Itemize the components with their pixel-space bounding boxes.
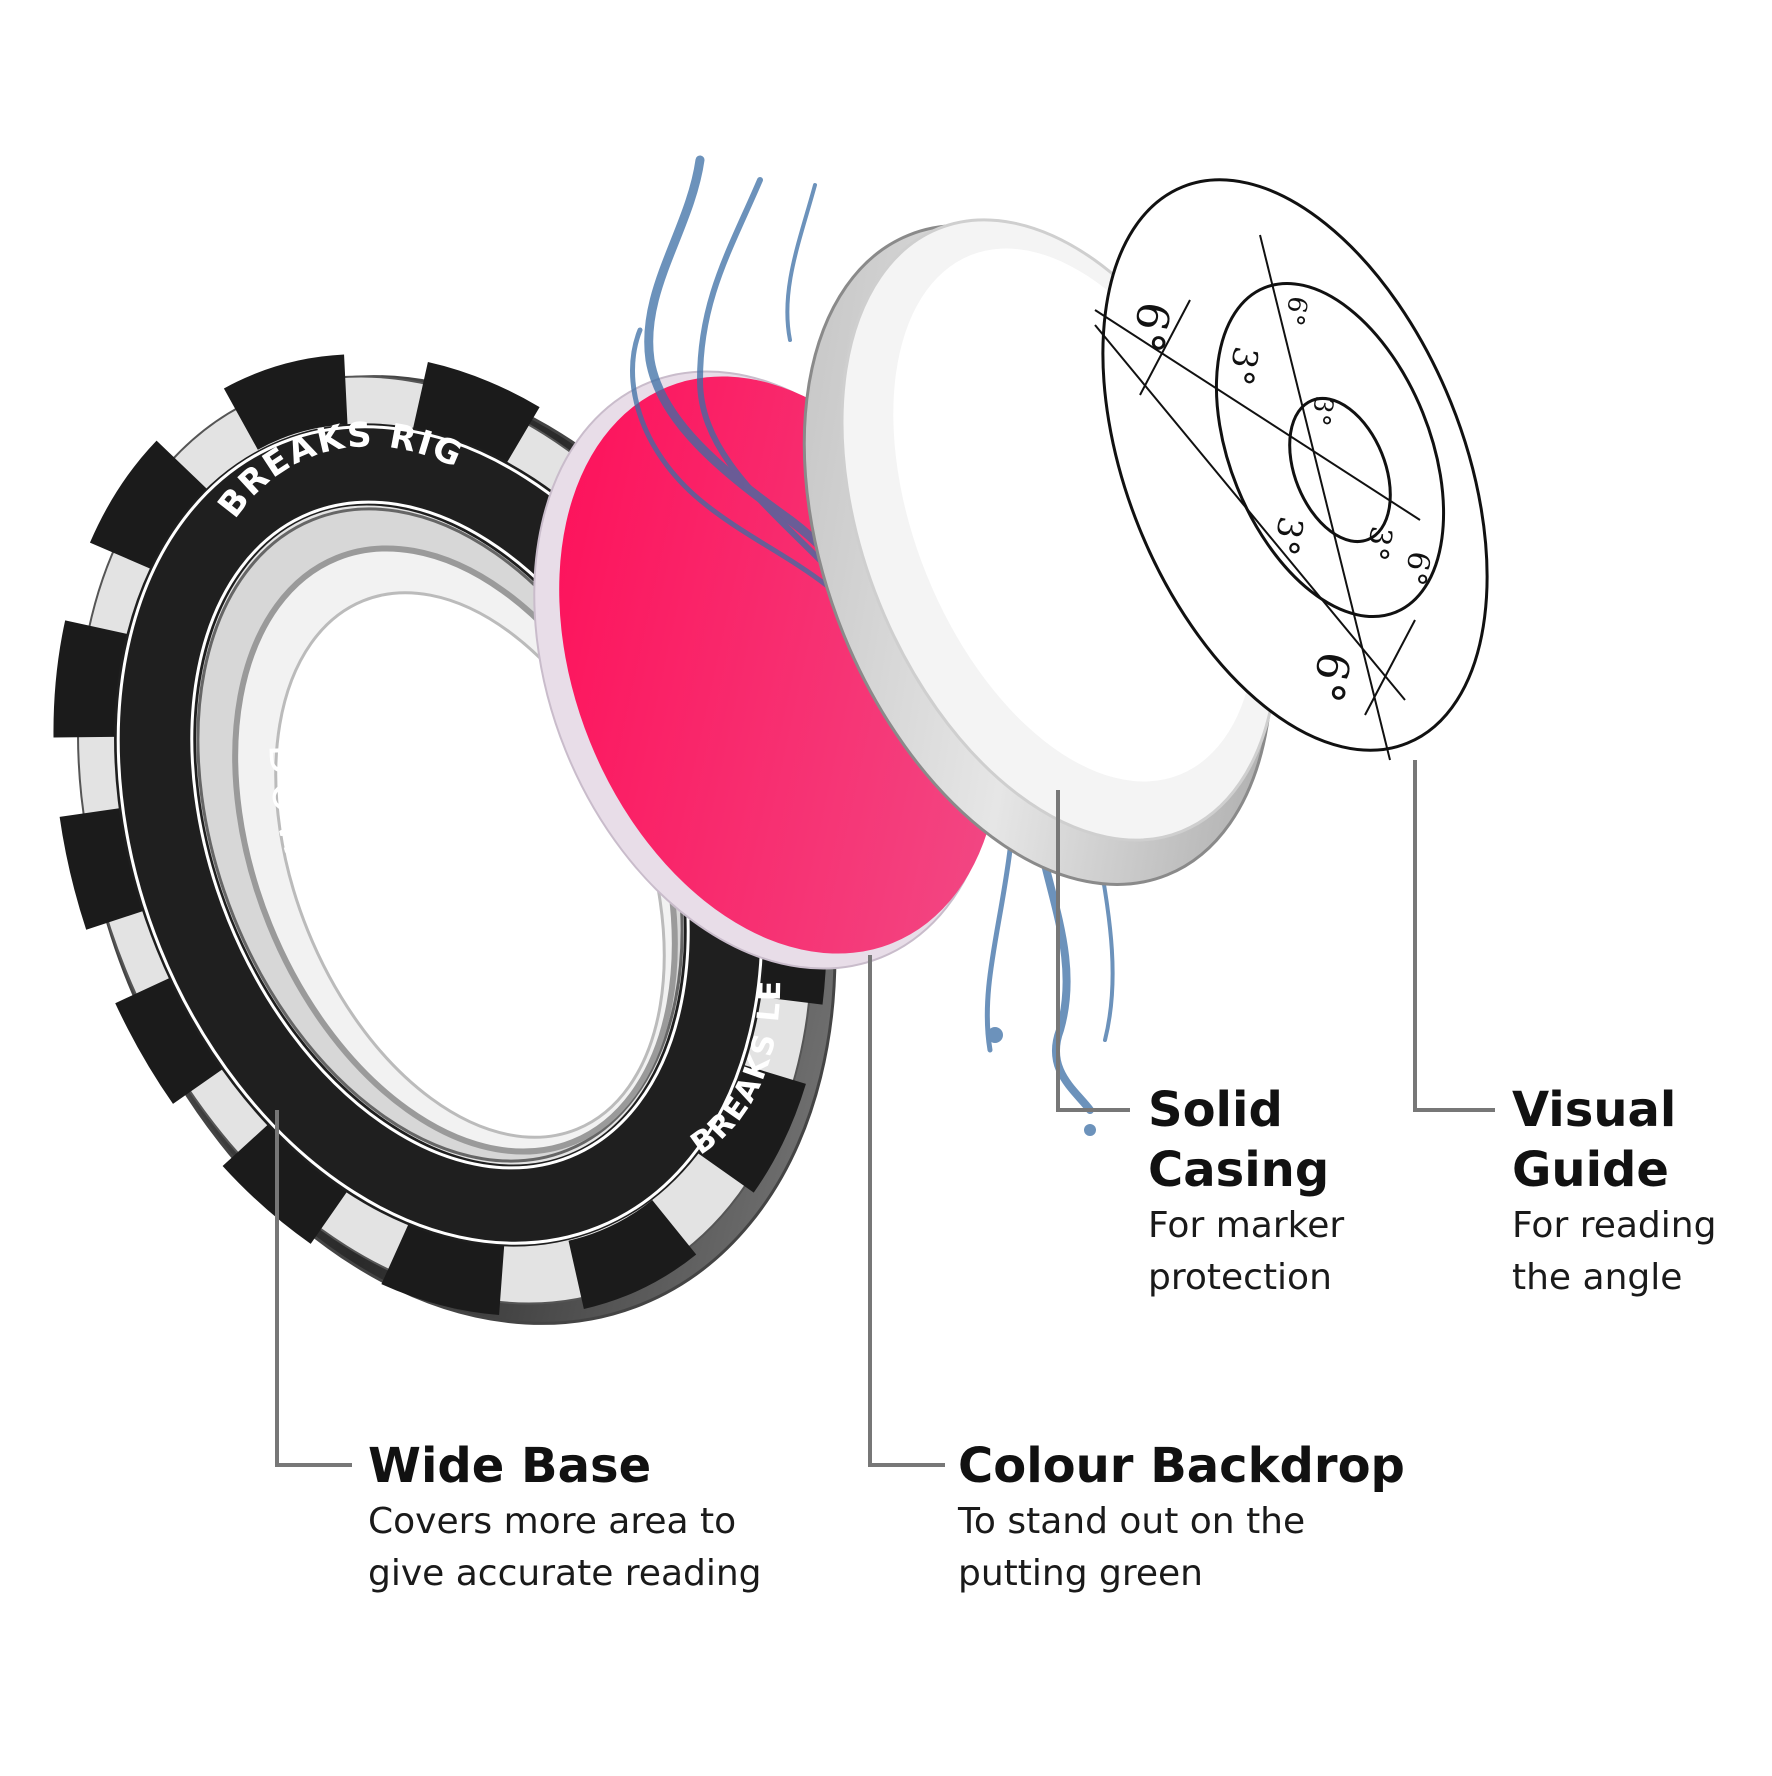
callout-solid-casing-title-1: Solid — [1148, 1082, 1283, 1138]
guide-tick-6-right: 6° — [1396, 549, 1436, 589]
callout-wide-base-desc-1: Covers more area to — [368, 1501, 737, 1542]
leader-solid-casing — [1056, 790, 1130, 1112]
callout-visual-guide-title-1: Visual — [1512, 1082, 1677, 1138]
callout-colour-backdrop-desc-1: To stand out on the — [958, 1501, 1306, 1542]
guide-tick-3-right: 3° — [1358, 524, 1398, 564]
guide-tick-6-top-right: 6° — [1278, 294, 1313, 328]
leader-lines — [275, 760, 1495, 1467]
leader-visual-guide — [1413, 760, 1495, 1112]
guide-tick-3-inner-top: 3° — [1304, 394, 1339, 428]
callout-visual-guide-desc-2: the angle — [1512, 1257, 1683, 1298]
guide-tick-6-top-left: 6° — [1120, 298, 1179, 356]
leader-colour-backdrop — [868, 955, 945, 1467]
callout-visual-guide: Visual Guide For reading the angle — [1512, 1080, 1762, 1304]
callout-solid-casing-desc-2: protection — [1148, 1257, 1332, 1298]
callout-visual-guide-title-2: Guide — [1512, 1142, 1669, 1198]
guide-tick-3-left: 3° — [1219, 343, 1265, 388]
callout-colour-backdrop-title: Colour Backdrop — [958, 1438, 1405, 1494]
visual-guide-disc: 6° 3° 3° 3° 3° 6° 6° 6° — [1094, 178, 1489, 761]
callout-colour-backdrop-desc-2: putting green — [958, 1553, 1203, 1594]
callout-solid-casing-desc-1: For marker — [1148, 1205, 1345, 1246]
callout-wide-base-title: Wide Base — [368, 1438, 652, 1494]
guide-tick-3-inner-bottom: 3° — [1264, 513, 1310, 558]
callout-colour-backdrop: Colour Backdrop To stand out on the putt… — [958, 1436, 1438, 1600]
leader-wide-base — [275, 1110, 352, 1467]
callout-visual-guide-desc-1: For reading — [1512, 1205, 1717, 1246]
callout-wide-base-desc-2: give accurate reading — [368, 1553, 762, 1594]
callout-solid-casing-title-2: Casing — [1148, 1142, 1330, 1198]
callout-wide-base: Wide Base Covers more area to give accur… — [368, 1436, 788, 1600]
callout-solid-casing: Solid Casing For marker protection — [1148, 1080, 1378, 1304]
guide-tick-6-bottom: 6° — [1300, 648, 1359, 706]
